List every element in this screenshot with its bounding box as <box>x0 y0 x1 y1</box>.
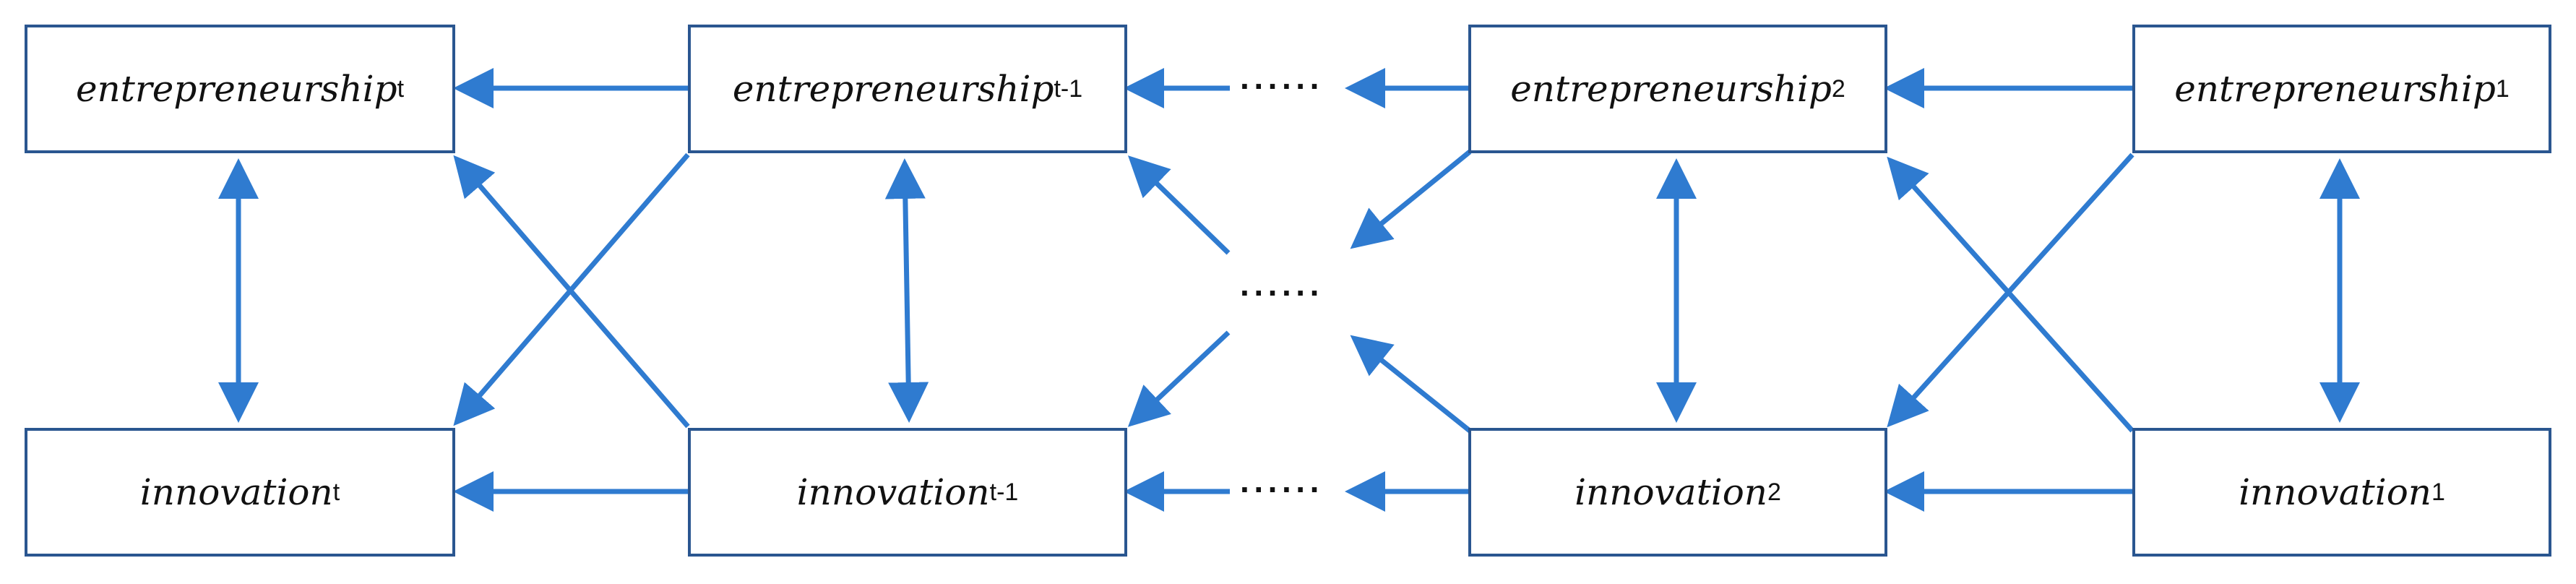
arrow-inn-1-to-ent-2 <box>1887 156 2135 433</box>
arrow-inn-t1-to-ent-t <box>453 155 690 429</box>
node-label: entrepreneurship <box>75 68 397 110</box>
arrow-ent-t1-to-inn-t <box>453 153 690 426</box>
arrow-ent-1-to-inn-2 <box>1887 153 2135 428</box>
node-label: innovation <box>796 471 990 513</box>
node-label: entrepreneurship <box>2174 68 2496 110</box>
arrow-ent-t1-inn-t1 <box>884 158 929 423</box>
arrow-inn-2-to-ellipsis-diag <box>1350 335 1472 433</box>
node-label: innovation <box>1575 471 1768 513</box>
arrow-ellipsis-to-ent-t1-diag <box>1127 155 1231 255</box>
node-label: innovation <box>2239 471 2432 513</box>
node-label: entrepreneurship <box>732 68 1054 110</box>
ellipsis-top: ······ <box>1240 67 1324 105</box>
ellipsis-bottom: ······ <box>1240 471 1324 508</box>
node-label: innovation <box>139 471 333 513</box>
arrow-ellipsis-to-inn-t1-diag <box>1127 330 1231 427</box>
node-label: entrepreneurship <box>1510 68 1832 110</box>
arrow-ent-2-to-ellipsis-diag <box>1350 150 1472 249</box>
ellipsis-middle: ······ <box>1240 274 1324 312</box>
